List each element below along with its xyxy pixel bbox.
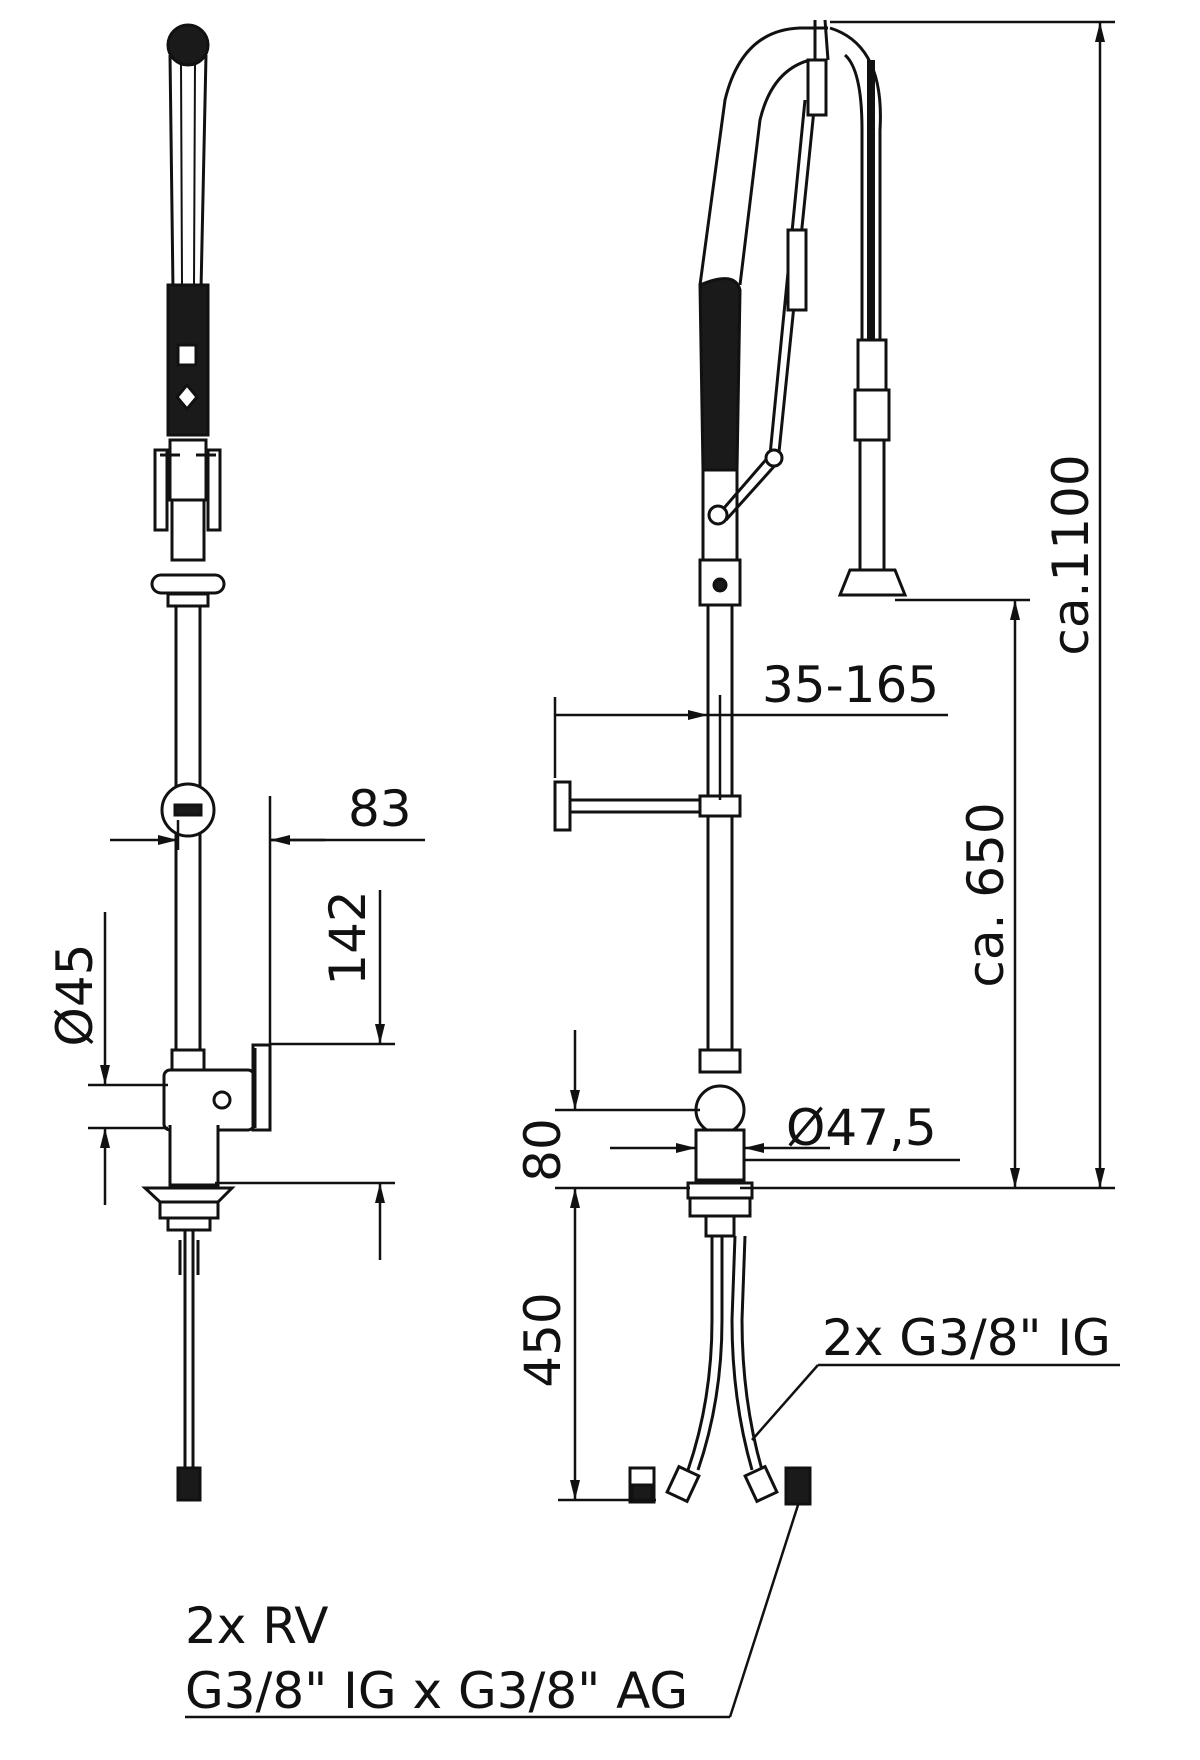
dim-83: 83 (348, 780, 412, 838)
dim-total-height: ca.1100 (1042, 454, 1100, 655)
dim-diameter-45: Ø45 (46, 944, 104, 1047)
spring-grip (698, 277, 742, 472)
supply-hose (183, 1230, 195, 1470)
callout-check-valve-line1: 2x RV (185, 1597, 329, 1655)
spray-valve-body (168, 438, 208, 502)
check-valve-right (784, 1466, 812, 1506)
spout-arc (698, 26, 828, 286)
front-supply-hoses (686, 1235, 764, 1471)
callout-check-valve-line2: G3/8" IG x G3/8" AG (185, 1662, 688, 1720)
front-view (553, 19, 908, 1506)
front-view-dimensions (185, 20, 1120, 1719)
spray-head-valve (856, 338, 888, 392)
side-view-dimensions (88, 796, 425, 1260)
front-mixer-body (694, 1084, 746, 1136)
dim-142: 142 (319, 890, 377, 985)
side-view (141, 23, 272, 1502)
spray-disc (150, 573, 226, 595)
dim-body-height: 80 (514, 1118, 572, 1182)
upper-tube (168, 54, 208, 291)
base-plate (141, 1186, 236, 1204)
spray-head-cap (166, 23, 210, 67)
callout-hose-connection: 2x G3/8" IG (822, 1309, 1111, 1367)
mixer-body (162, 1068, 256, 1132)
hose-fitting (176, 1466, 202, 1502)
dim-hose-length: 450 (514, 1292, 572, 1387)
mixer-lever (251, 1043, 272, 1132)
dim-bracket-range: 35-165 (762, 656, 939, 714)
front-vertical-pipe (706, 605, 734, 1050)
dim-diameter-47-5: Ø47,5 (786, 1099, 937, 1157)
dim-spray-height: ca. 650 (957, 802, 1015, 987)
